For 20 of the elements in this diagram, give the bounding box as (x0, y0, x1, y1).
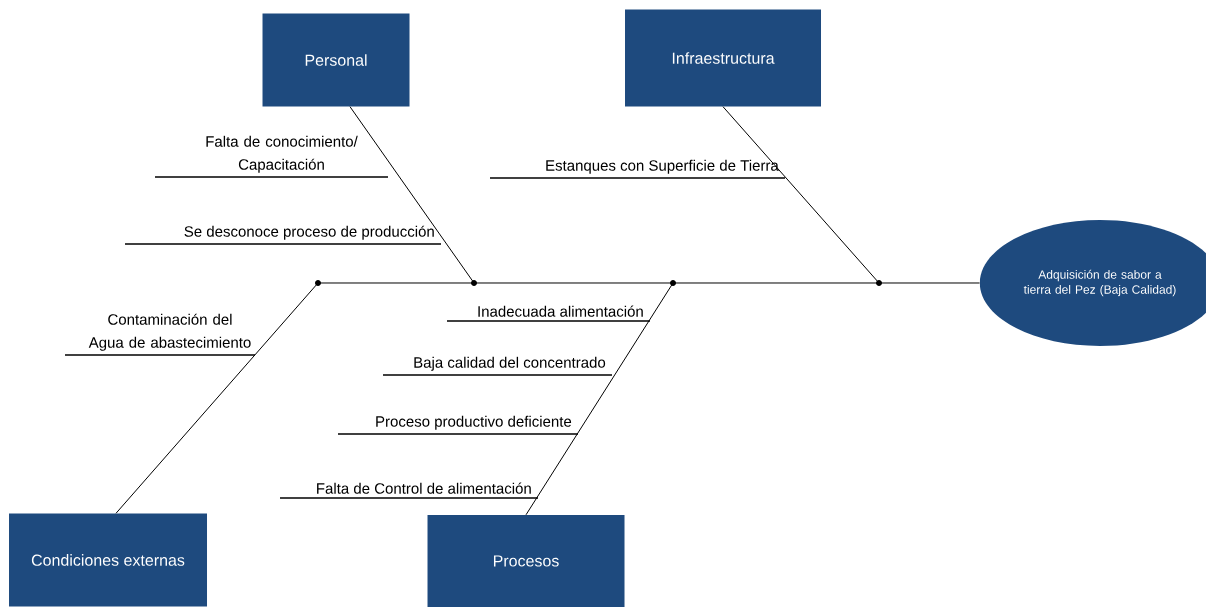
cause-text: Falta de conocimiento/ Capacitación (206, 135, 358, 173)
spine-line (672, 282, 880, 284)
cause-text: Baja calidad del concentrado (414, 356, 606, 371)
bone-line (349, 106, 475, 284)
spine-line (878, 282, 981, 284)
cause-text: Contaminación del Agua de abastecimiento (88, 313, 251, 351)
category-box: Procesos (427, 515, 625, 607)
bone-line (525, 282, 674, 516)
category-box: Condiciones externas (9, 513, 207, 607)
spine-line (473, 282, 674, 284)
bone-line (115, 282, 319, 514)
cause-text: Falta de Control de alimentación (317, 482, 531, 494)
cause-text: Estanques con Superficie de Tierra (546, 159, 779, 174)
cause-text: Inadecuada alimentación (478, 305, 643, 317)
cause-text: Proceso productivo deficiente (376, 415, 572, 430)
spine-line (317, 282, 475, 284)
cause-text: Se desconoce proceso de producción (184, 225, 434, 240)
category-box: Personal (262, 13, 410, 107)
category-box: Infraestructura (625, 9, 821, 107)
bone-line (722, 106, 880, 284)
